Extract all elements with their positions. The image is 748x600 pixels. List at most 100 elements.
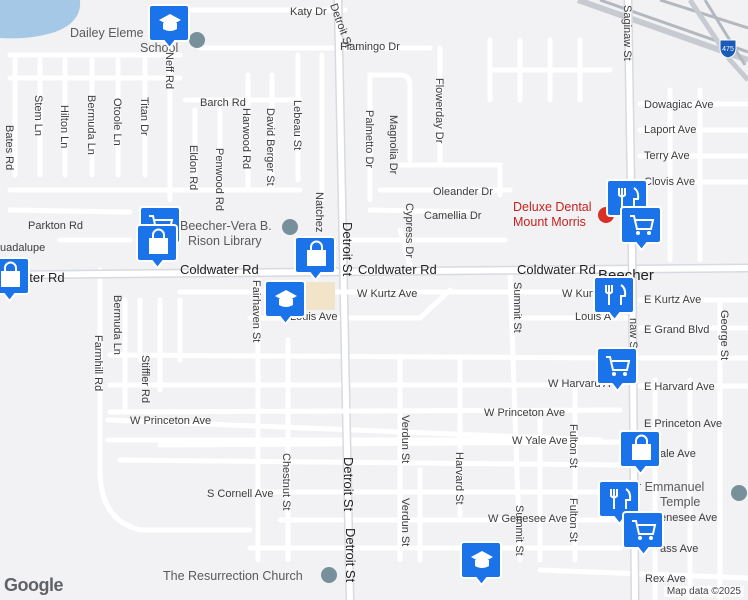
map-marker[interactable] [593, 276, 635, 321]
street-label-detroit-1: Detroit St [340, 222, 355, 277]
street-label-hilton: Hilton Ln [58, 105, 70, 148]
street-label-bermuda-top: Bermuda Ln [85, 95, 97, 155]
shopping-bag-icon [632, 434, 651, 460]
street-label-stiffler: Stiffler Rd [139, 355, 151, 403]
poi-label-library-2[interactable]: Rison Library [188, 234, 262, 248]
street-label-coldwater-w: ater Rd [22, 270, 65, 285]
street-label-harvard-st: Harvard St [453, 452, 465, 505]
street-label-yale-w: W Yale Ave [512, 435, 568, 447]
shopping-bag-icon [149, 228, 168, 254]
map-attribution[interactable]: Map data ©2025 [663, 586, 744, 597]
school-poi-icon[interactable] [189, 32, 205, 48]
poi-label-dailey-school[interactable]: Dailey Eleme [70, 26, 144, 40]
street-label-princeton-e: E Princeton Ave [644, 418, 722, 430]
poi-label-library-1[interactable]: Beecher-Vera B. [180, 219, 272, 233]
street-label-natchez: Natchez [313, 192, 325, 232]
street-label-guadalupe: uadalupe [0, 242, 45, 254]
street-label-parkton: Parkton Rd [28, 220, 83, 232]
street-label-palmetto: Palmetto Dr [363, 110, 375, 168]
street-label-lebeau: Lebeau St [291, 100, 303, 150]
street-label-flowerday: Flowerday Dr [433, 78, 445, 144]
map-marker[interactable] [622, 511, 664, 556]
street-label-summit-1: Summit St [511, 282, 523, 333]
restaurant-icon [610, 488, 632, 509]
minor-roads [7, 7, 748, 600]
street-label-dowagiac: Dowagiac Ave [644, 99, 714, 111]
interstate-number: 475 [722, 46, 734, 53]
church-poi-icon[interactable] [321, 567, 337, 583]
street-label-harwood: Harwood Rd [240, 108, 252, 169]
street-label-genesee-e: enesee Ave [660, 512, 717, 524]
poi-label-dentist-2[interactable]: Mount Morris [513, 215, 586, 229]
map-marker[interactable] [460, 541, 502, 586]
street-label-coldwater-2: Coldwater Rd [358, 262, 437, 277]
map-marker[interactable] [619, 430, 661, 475]
street-label-farmhill: Farmhill Rd [92, 335, 104, 391]
map-marker[interactable] [148, 4, 190, 49]
map-marker[interactable] [598, 480, 640, 525]
street-label-coldwater-3: Coldwater Rd [517, 262, 596, 277]
street-label-rex: Rex Ave [645, 573, 686, 585]
street-label-laport: Laport Ave [644, 124, 696, 136]
street-label-cass: ass Ave [660, 543, 698, 555]
street-label-neff: Neff Rd [163, 52, 175, 89]
street-label-otoole: Otoole Ln [111, 98, 123, 146]
street-label-harvard-w: W Harvard A [548, 378, 611, 390]
grocery-icon [630, 215, 655, 235]
water-body [0, 0, 81, 39]
street-label-bates: Bates Rd [3, 125, 15, 170]
street-label-penwood: Penwood Rd [213, 148, 225, 211]
poi-label-emmanuel-1[interactable]: er Emmanuel [630, 480, 704, 494]
map-marker[interactable] [606, 179, 648, 224]
shopping-bag-icon [1, 261, 20, 287]
map-marker[interactable] [264, 280, 306, 325]
street-label-verdun-1: Verdun St [399, 415, 411, 463]
street-label-kurtz-w: W Kurtz Ave [357, 288, 417, 300]
street-label-yale-e: ale Ave [660, 448, 696, 460]
street-label-terry: Terry Ave [644, 150, 690, 162]
street-label-detroit-2: Detroit St [341, 457, 356, 512]
map-marker[interactable] [0, 257, 30, 302]
google-logo: Google [4, 575, 64, 595]
street-label-clovis: Clovis Ave [644, 176, 695, 188]
street-label-coldwater-1: Coldwater Rd [180, 262, 259, 277]
school-icon [471, 551, 493, 568]
school-icon [275, 290, 297, 307]
street-label-summit-2: Summit St [513, 505, 525, 556]
street-label-detroit-3: Detroit St [343, 528, 358, 583]
library-poi-icon[interactable] [282, 219, 298, 235]
grocery-icon [606, 356, 631, 376]
street-label-camellia: Camellia Dr [424, 210, 482, 222]
street-label-david-berger: David Berger St [264, 108, 276, 186]
street-label-stem: Stem Ln [32, 95, 44, 136]
street-label-bermuda-bottom: Bermuda Ln [111, 295, 123, 355]
poi-label-emmanuel-2[interactable]: Temple [660, 495, 700, 509]
poi-label-resurrection-church[interactable]: The Resurrection Church [163, 569, 303, 583]
street-label-princeton-w2: W Princeton Ave [484, 407, 565, 419]
poi-label-dentist-1[interactable]: Deluxe Dental [513, 200, 592, 214]
street-label-magnolia: Magnolia Dr [387, 115, 399, 175]
street-label-eldon: Eldon Rd [187, 145, 199, 190]
restaurant-icon [605, 284, 627, 305]
street-label-harvard-e: E Harvard Ave [644, 381, 715, 393]
restaurant-icon [618, 187, 640, 208]
street-label-chestnut: Chestnut St [280, 453, 292, 510]
street-label-kurtz-e-w: W Kurtz [562, 288, 601, 300]
shopping-bag-icon [307, 240, 326, 266]
markers [0, 4, 664, 586]
map-marker[interactable] [294, 236, 336, 281]
map-marker[interactable] [596, 347, 638, 392]
street-label-grand-blvd: E Grand Blvd [644, 324, 709, 336]
interstate-shield: 475 [719, 39, 737, 59]
street-label-kurtz-e: E Kurtz Ave [644, 294, 701, 306]
map-marker[interactable] [136, 224, 178, 269]
street-label-oleander: Oleander Dr [433, 186, 493, 198]
street-label-saginaw-mid: naw St [627, 318, 639, 352]
church-poi-icon[interactable] [731, 485, 747, 501]
map-marker[interactable] [620, 206, 662, 251]
street-label-princeton-w: W Princeton Ave [130, 415, 211, 427]
street-label-saginaw-top: Saginaw St [621, 5, 633, 61]
street-label-barch: Barch Rd [200, 97, 246, 109]
